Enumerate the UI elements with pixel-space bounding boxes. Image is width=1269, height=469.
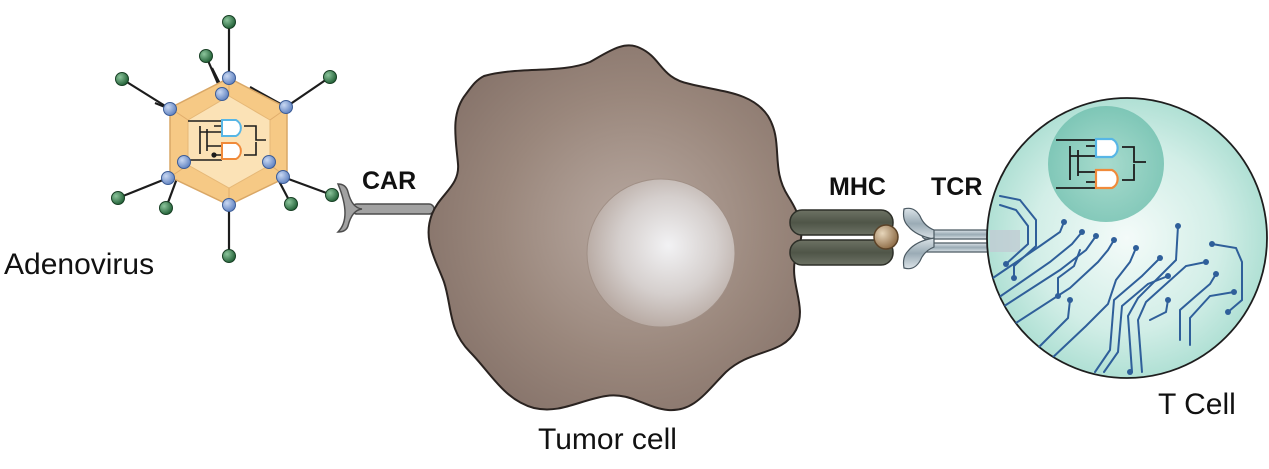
circuit-traces-icon: [989, 195, 1243, 373]
t-cell-label: T Cell: [1158, 388, 1236, 421]
nucleus-logic-gate: [1056, 137, 1146, 190]
fiber-knobs: [111, 15, 339, 263]
capsid-vertices: [161, 71, 293, 212]
mhc-complex-icon: [789, 209, 899, 266]
adenovirus-particle: [111, 15, 339, 263]
mhc-label: MHC: [829, 173, 886, 201]
tumor-cell-label: Tumor cell: [538, 423, 677, 456]
car-receptor-icon: [336, 183, 435, 233]
t-cell: [986, 97, 1268, 379]
tumor-nucleus: [586, 178, 736, 328]
circuit-pads: [1003, 219, 1237, 375]
car-label: CAR: [362, 167, 417, 195]
tumor-cell: [427, 44, 803, 412]
peptide-antigen: [873, 224, 899, 250]
logic-gate-circuit: [188, 119, 266, 161]
tcr-label: TCR: [931, 173, 983, 201]
adenovirus-label: Adenovirus: [4, 248, 155, 281]
t-cell-nucleus: [1048, 106, 1164, 222]
